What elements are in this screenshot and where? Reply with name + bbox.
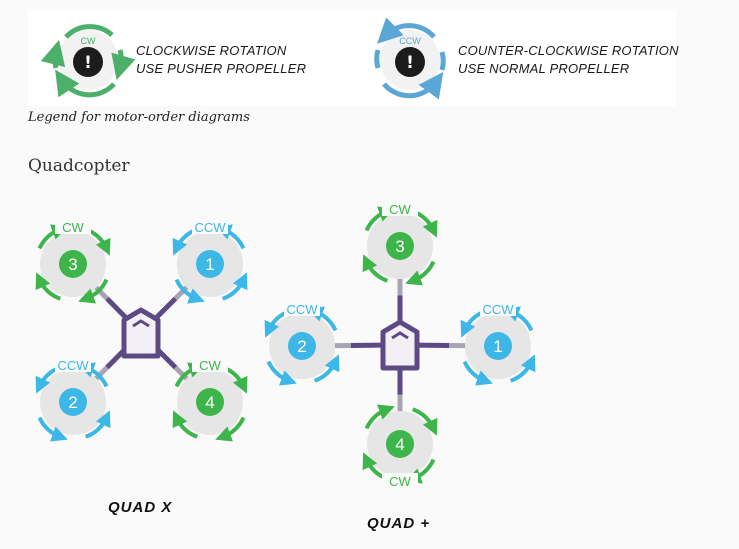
motor-hub bbox=[196, 388, 224, 416]
motor-number: 2 bbox=[68, 393, 77, 412]
quad-x-motor-1: CCW 1 bbox=[172, 219, 248, 304]
legend-icons: ! CW ! CCW bbox=[40, 17, 446, 100]
motor-legend: ! CW ! CCW CLOCKWISE ROTATION USE PUSHER… bbox=[28, 10, 679, 106]
motor-number: 3 bbox=[395, 237, 404, 256]
direction-label: CCW bbox=[482, 302, 514, 317]
rotation-arrow bbox=[174, 278, 205, 304]
direction-tag-bg bbox=[382, 201, 418, 216]
ccw-badge-label: CCW bbox=[399, 36, 421, 46]
direction-label: CW bbox=[389, 202, 411, 217]
direction-label: CW bbox=[199, 358, 221, 373]
quad-x-motor-4: CW 4 bbox=[172, 357, 248, 442]
quad-x-motor-3: CW 3 bbox=[35, 219, 111, 304]
quad-x-motor-2: CCW 2 bbox=[35, 357, 111, 442]
direction-tag-bg bbox=[480, 301, 516, 316]
direction-label: CCW bbox=[57, 358, 89, 373]
direction-label: CCW bbox=[286, 302, 318, 317]
motor-hub bbox=[59, 388, 87, 416]
motor-hub bbox=[288, 332, 316, 360]
direction-label: CW bbox=[389, 474, 411, 489]
motor-number: 4 bbox=[395, 435, 404, 454]
rotation-arrow bbox=[411, 407, 438, 436]
ccw-line-2: USE NORMAL PROPELLER bbox=[458, 61, 630, 76]
quad-plus-motor-3: CW 3 bbox=[362, 201, 438, 286]
quad-x-label: QUAD X bbox=[108, 499, 173, 516]
heading-arrow-icon bbox=[132, 319, 150, 328]
motor-number: 4 bbox=[205, 393, 214, 412]
ccw-line-1: COUNTER-CLOCKWISE ROTATION bbox=[458, 43, 679, 58]
flight-controller bbox=[380, 319, 420, 371]
motor-hub bbox=[59, 250, 87, 278]
motor-number: 1 bbox=[205, 255, 214, 274]
direction-tag-bg bbox=[382, 473, 418, 488]
direction-label: CCW bbox=[194, 220, 226, 235]
ccw-alert-icon: ! bbox=[406, 53, 414, 73]
rotation-arrow bbox=[172, 410, 199, 439]
direction-tag-bg bbox=[55, 219, 91, 234]
ccw-legend-text: COUNTER-CLOCKWISE ROTATION USE NORMAL PR… bbox=[458, 42, 679, 78]
rotation-arrow bbox=[37, 416, 68, 442]
cw-line-2: USE PUSHER PROPELLER bbox=[136, 61, 307, 76]
ccw-legend-icon: ! CCW bbox=[374, 17, 446, 100]
rotation-arrow bbox=[215, 416, 246, 442]
rotation-arrow bbox=[78, 278, 109, 304]
rotation-arrow bbox=[313, 354, 340, 383]
motor-hub bbox=[386, 232, 414, 260]
direction-tag-bg bbox=[192, 357, 228, 372]
cw-legend-icon: ! CW bbox=[40, 24, 136, 98]
legend-caption: Legend for motor-order diagrams bbox=[28, 110, 250, 125]
quad-plus-motor-4: CW 4 bbox=[362, 404, 438, 489]
rotation-arrow bbox=[266, 360, 297, 386]
motor-number: 1 bbox=[493, 337, 502, 356]
rotation-arrow bbox=[221, 272, 248, 301]
rotation-arrow bbox=[509, 354, 536, 383]
cw-badge-label: CW bbox=[81, 36, 96, 46]
direction-tag-bg bbox=[192, 219, 228, 234]
motor-hub bbox=[386, 430, 414, 458]
cw-line-1: CLOCKWISE ROTATION bbox=[136, 43, 287, 58]
direction-tag-bg bbox=[55, 357, 91, 372]
quad-plus-label: QUAD + bbox=[367, 515, 431, 532]
rotation-arrow bbox=[35, 272, 62, 301]
motor-hub bbox=[196, 250, 224, 278]
quad-plus-motor-1: CCW 1 bbox=[460, 301, 536, 386]
rotation-arrow bbox=[364, 404, 395, 430]
heading-arrow-icon bbox=[391, 331, 409, 340]
quad-plus-motor-2: CCW 2 bbox=[264, 301, 340, 386]
rotation-arrow bbox=[84, 410, 111, 439]
motor-number: 2 bbox=[297, 337, 306, 356]
motor-hub bbox=[484, 332, 512, 360]
cw-legend-text: CLOCKWISE ROTATION USE PUSHER PROPELLER bbox=[136, 42, 306, 78]
rotation-arrow bbox=[362, 254, 389, 283]
motor-number: 3 bbox=[68, 255, 77, 274]
direction-label: CW bbox=[62, 220, 84, 235]
cw-alert-icon: ! bbox=[84, 53, 92, 73]
section-title: Quadcopter bbox=[28, 156, 130, 176]
direction-tag-bg bbox=[284, 301, 320, 316]
rotation-arrow bbox=[405, 260, 436, 286]
rotation-arrow bbox=[462, 360, 493, 386]
flight-controller bbox=[121, 307, 161, 359]
